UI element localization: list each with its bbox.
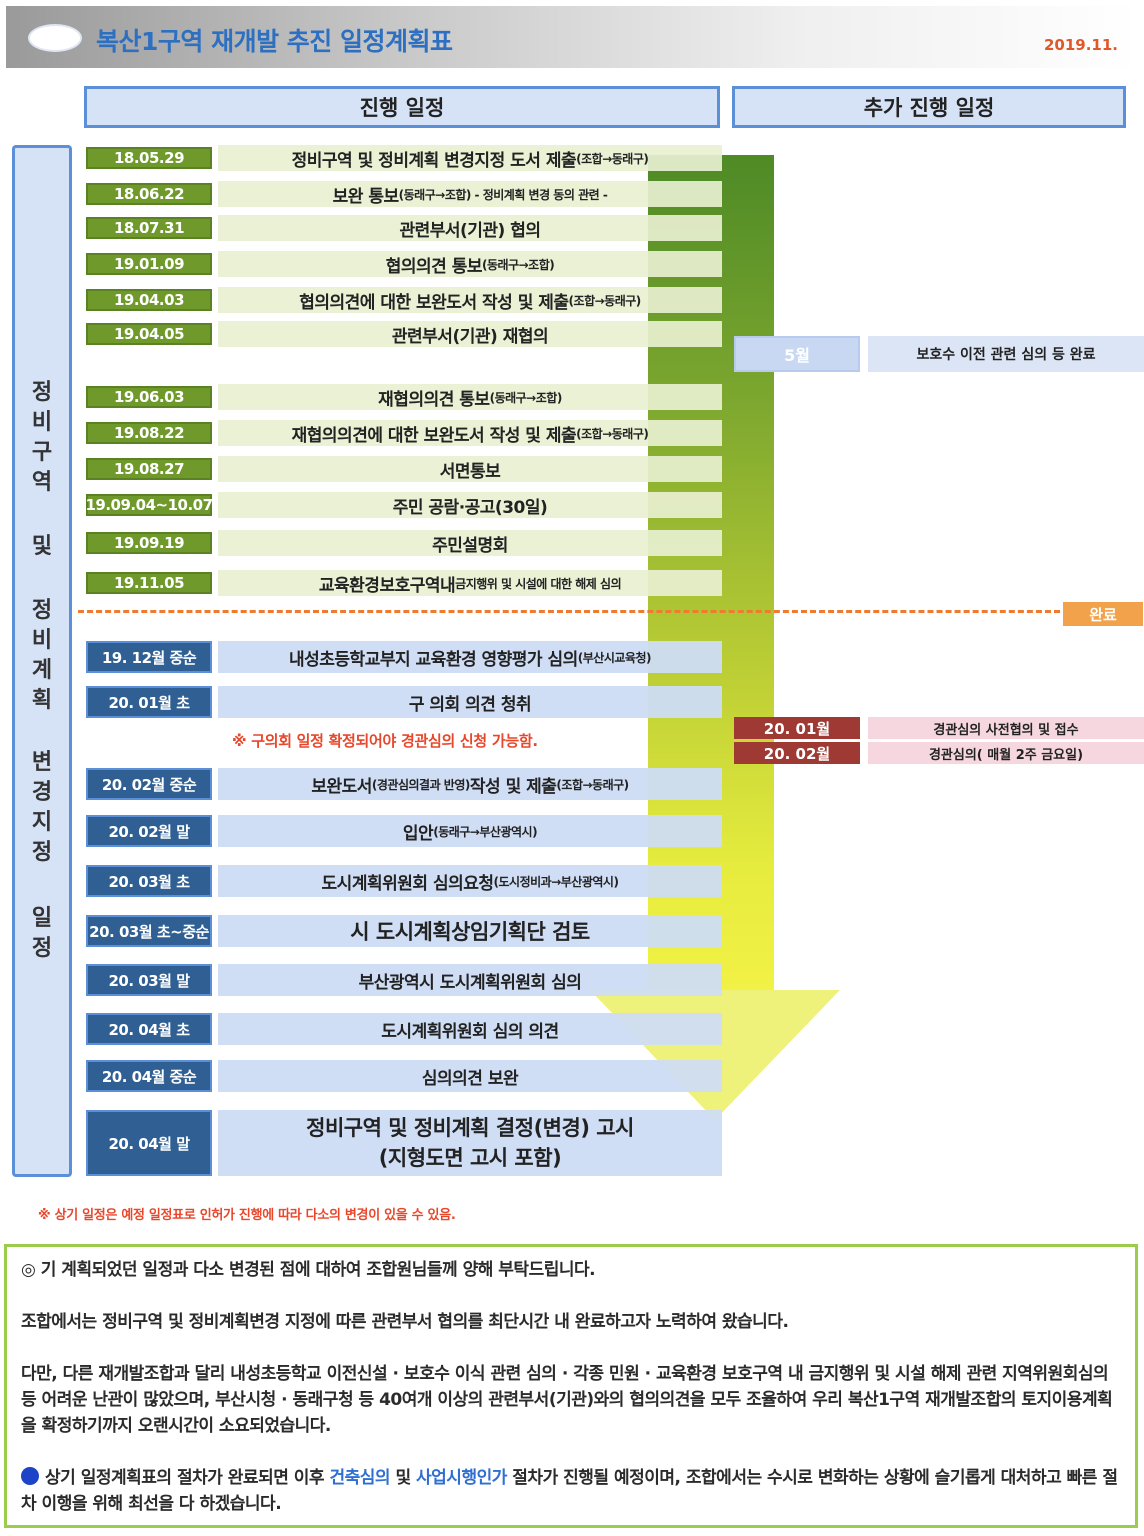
schedule-item-planned: 입안(동래구→부산광역시) [218, 815, 722, 847]
extra-item-text: 보호수 이전 관련 심의 등 완료 [868, 336, 1144, 372]
council-note: ※ 구의회 일정 확정되어야 경관심의 신청 가능함. [232, 732, 538, 750]
schedule-date-completed: 19.08.27 [86, 458, 212, 480]
extra-item-date: 5월 [734, 336, 860, 372]
schedule-date-planned: 19. 12월 중순 [86, 641, 212, 673]
schedule-date-planned: 20. 04월 말 [86, 1110, 212, 1176]
schedule-date-planned: 20. 04월 중순 [86, 1060, 212, 1092]
notice-difficulties: 다만, 다른 재개발조합과 달리 내성초등학교 이전신설 · 보호수 이식 관련… [21, 1364, 1113, 1436]
vertical-label-char: 계 [31, 658, 53, 683]
header-oval-decoration [28, 24, 82, 52]
schedule-item-completed: 협의의견 통보(동래구→조합) [218, 251, 722, 277]
schedule-item-planned: 도시계획위원회 심의요청(도시정비과→부산광역시) [218, 865, 722, 897]
schedule-item-planned: 정비구역 및 정비계획 결정(변경) 고시(지형도면 고시 포함) [218, 1110, 722, 1176]
schedule-item-completed: 주민설명회 [218, 530, 722, 556]
schedule-item-completed: 서면통보 [218, 456, 722, 482]
schedule-footnote: ※ 상기 일정은 예정 일정표로 인허가 진행에 따라 다소의 변경이 있을 수… [38, 1208, 456, 1223]
schedule-date-planned: 20. 02월 중순 [86, 768, 212, 800]
vertical-label-char: 획 [31, 688, 53, 713]
vertical-label-char: 및 [31, 534, 53, 559]
vertical-label-char: 지 [31, 810, 53, 835]
notice-next-steps: 상기 일정계획표의 절차가 완료되면 이후 건축심의 및 사업시행인가 절차가 … [21, 1467, 1118, 1514]
vertical-label-char: 정 [31, 840, 53, 865]
schedule-date-planned: 20. 04월 초 [86, 1013, 212, 1045]
vertical-label-char: 정 [31, 936, 53, 961]
page-date: 2019.11. [1043, 36, 1118, 54]
schedule-date-completed: 19.09.04~10.07 [85, 494, 213, 516]
notice-box: ◎ 기 계획되었던 일정과 다소 변경된 점에 대하여 조합원님들께 양해 부탁… [4, 1244, 1138, 1528]
vertical-label-char: 역 [31, 470, 53, 495]
vertical-label-char: 비 [31, 628, 53, 653]
schedule-date-completed: 18.05.29 [86, 147, 212, 169]
vertical-label-char: 일 [31, 906, 53, 931]
schedule-item-completed: 관련부서(기관) 재협의 [218, 321, 722, 347]
schedule-date-planned: 20. 03월 초 [86, 865, 212, 897]
bullet-dot-icon [21, 1467, 39, 1485]
schedule-item-planned: 심의의견 보완 [218, 1060, 722, 1092]
schedule-item-planned: 내성초등학교부지 교육환경 영향평가 심의(부산시교육청) [218, 641, 722, 673]
column-header-extra: 추가 진행 일정 [732, 86, 1126, 128]
vertical-label-char: 변 [31, 750, 53, 775]
completion-divider [78, 610, 1060, 613]
progress-arrow-head [590, 990, 840, 1120]
notice-effort: 조합에서는 정비구역 및 정비계획변경 지정에 따른 관련부서 협의를 최단시간… [21, 1312, 789, 1332]
schedule-date-planned: 20. 02월 말 [86, 815, 212, 847]
vertical-label-char: 구 [31, 440, 53, 465]
notice-apology: ◎ 기 계획되었던 일정과 다소 변경된 점에 대하여 조합원님들께 양해 부탁… [21, 1260, 596, 1280]
extra-item-date: 20. 02월 [734, 742, 860, 764]
schedule-item-completed: 재협의의견에 대한 보완도서 작성 및 제출(조합→동래구) [218, 420, 722, 446]
page-title: 복산1구역 재개발 추진 일정계획표 [96, 27, 453, 56]
column-header-main: 진행 일정 [84, 86, 720, 128]
schedule-item-completed: 관련부서(기관) 협의 [218, 215, 722, 241]
schedule-date-completed: 18.07.31 [86, 217, 212, 239]
schedule-date-completed: 19.09.19 [86, 532, 212, 554]
schedule-date-completed: 19.06.03 [86, 386, 212, 408]
schedule-item-planned: 보완도서(경관심의결과 반영) 작성 및 제출(조합→동래구) [218, 768, 722, 800]
vertical-label-char: 경 [31, 780, 53, 805]
schedule-item-completed: 협의의견에 대한 보완도서 작성 및 제출(조합→동래구) [218, 287, 722, 313]
done-badge: 완료 [1063, 602, 1143, 626]
schedule-date-planned: 20. 03월 초~중순 [86, 915, 212, 947]
schedule-item-planned: 구 의회 의견 청취 [218, 686, 722, 718]
vertical-label-char: 정 [31, 598, 53, 623]
schedule-item-completed: 교육환경보호구역내 금지행위 및 시설에 대한 해제 심의 [218, 570, 722, 596]
page-header: 복산1구역 재개발 추진 일정계획표 2019.11. [6, 6, 1138, 68]
extra-item-text: 경관심의 사전협의 및 접수 [868, 717, 1144, 739]
schedule-date-planned: 20. 03월 말 [86, 964, 212, 996]
schedule-item-planned: 부산광역시 도시계획위원회 심의 [218, 964, 722, 996]
vertical-label-char: 비 [31, 410, 53, 435]
schedule-item-planned: 도시계획위원회 심의 의견 [218, 1013, 722, 1045]
schedule-date-completed: 19.01.09 [86, 253, 212, 275]
project-approval-term: 사업시행인가 [416, 1468, 507, 1488]
building-review-term: 건축심의 [329, 1468, 391, 1488]
schedule-item-completed: 주민 공람·공고(30일) [218, 492, 722, 518]
schedule-date-completed: 19.11.05 [86, 572, 212, 594]
schedule-date-completed: 19.04.03 [86, 289, 212, 311]
schedule-date-planned: 20. 01월 초 [86, 686, 212, 718]
schedule-item-completed: 정비구역 및 정비계획 변경지정 도서 제출(조합→동래구) [218, 145, 722, 171]
extra-item-date: 20. 01월 [734, 717, 860, 739]
schedule-item-planned: 시 도시계획상임기획단 검토 [218, 915, 722, 947]
vertical-label-char: 정 [31, 380, 53, 405]
schedule-date-completed: 19.08.22 [86, 422, 212, 444]
extra-item-text: 경관심의( 매월 2주 금요일) [868, 742, 1144, 764]
schedule-item-completed: 재협의의견 통보(동래구→조합) [218, 384, 722, 410]
schedule-date-completed: 19.04.05 [86, 323, 212, 345]
schedule-date-completed: 18.06.22 [86, 183, 212, 205]
schedule-item-completed: 보완 통보(동래구→조합) - 정비계획 변경 동의 관련 - [218, 181, 722, 207]
